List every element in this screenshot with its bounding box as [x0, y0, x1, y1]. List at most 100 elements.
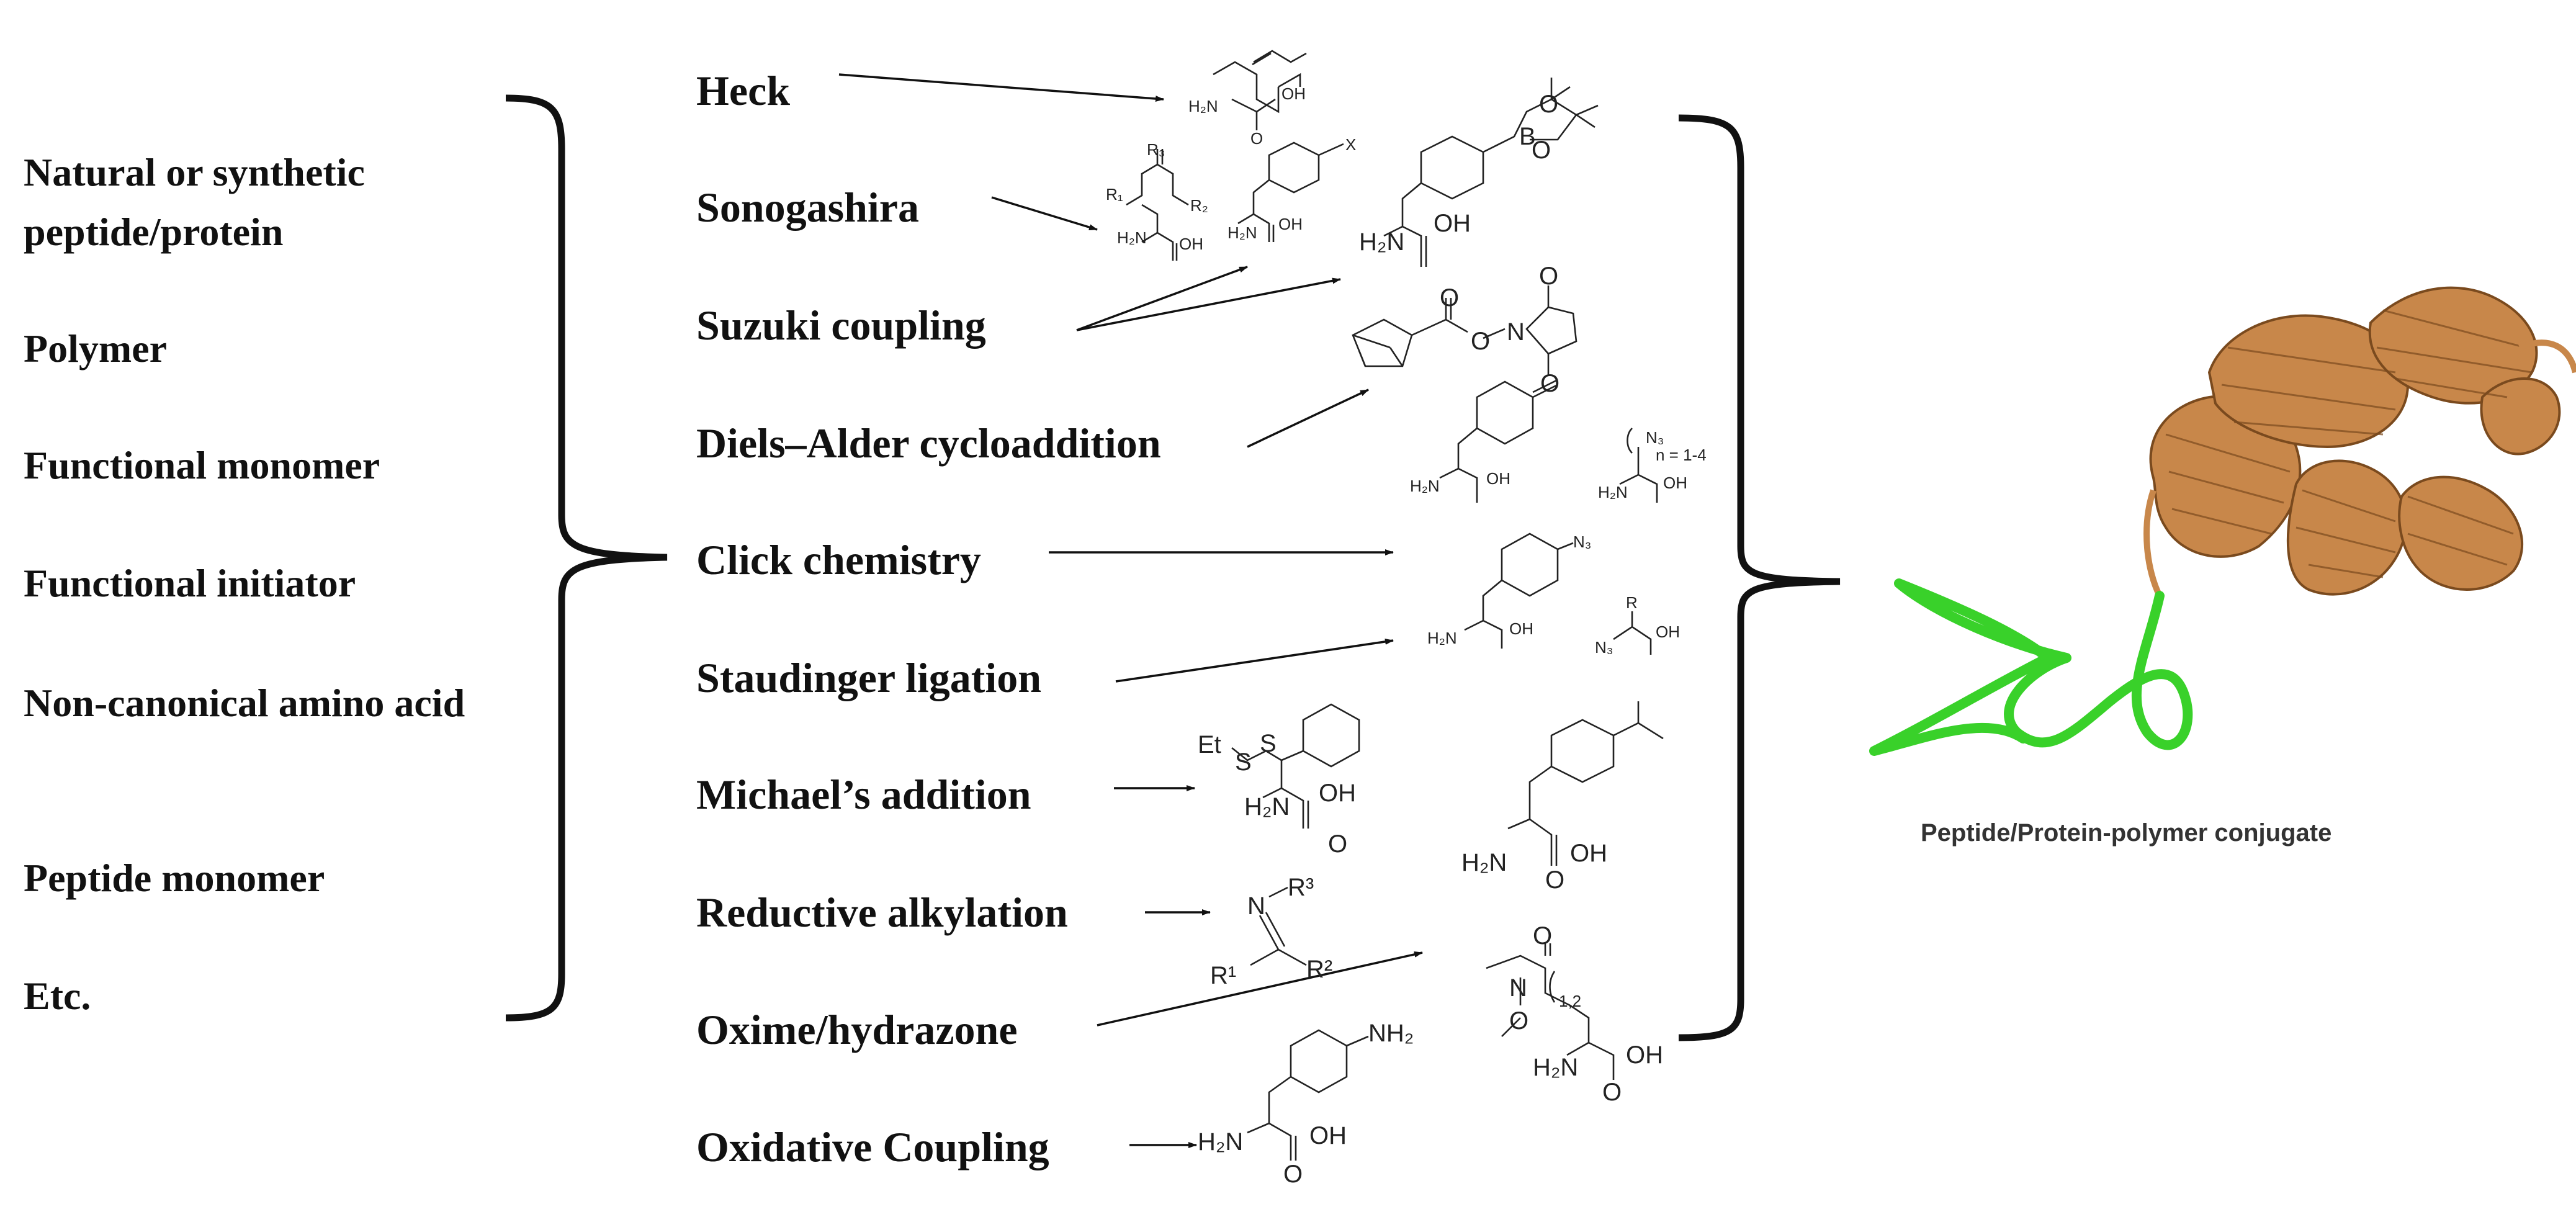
- michael-s1: S: [1235, 748, 1252, 776]
- polymer-chain: [1869, 578, 2193, 756]
- suzuki-o2: O: [1532, 137, 1551, 164]
- reaction-heck: Heck: [696, 67, 791, 114]
- component-etc: Etc.: [24, 974, 91, 1018]
- arrow-heck: [838, 73, 1164, 102]
- michael-et: Et: [1198, 731, 1221, 758]
- sonogashira-oh: OH: [1179, 235, 1203, 253]
- structure-diels-alder: [1352, 285, 1577, 375]
- acetyl-o: O: [1545, 866, 1565, 894]
- oxime-sub: 1,2: [1559, 992, 1582, 1010]
- oxidative-h2n: H₂N: [1198, 1128, 1244, 1156]
- structure-sonogashira-aryl: [1237, 142, 1344, 242]
- staudinger-alkyl-oh: OH: [1656, 622, 1680, 641]
- staudinger-n3: N₃: [1573, 532, 1592, 551]
- left-brace: [505, 94, 668, 1022]
- structure-acetyl-phe: [1507, 701, 1664, 866]
- sonogashira-r3: R₃: [1147, 140, 1165, 159]
- acetyl-oh: OH: [1570, 840, 1607, 867]
- component-noncanonical-amino-acid: Non-canonical amino acid: [24, 681, 465, 725]
- michael-o: O: [1328, 830, 1348, 858]
- suzuki-o1: O: [1539, 91, 1559, 118]
- component-functional-initiator: Functional initiator: [24, 561, 356, 605]
- reductive-r3: R³: [1288, 874, 1314, 901]
- click-n-range: n = 1-4: [1656, 446, 1707, 464]
- michael-h2n: H₂N: [1244, 793, 1290, 820]
- michael-s2: S: [1260, 730, 1277, 757]
- click-oh: OH: [1486, 469, 1510, 488]
- heck-h2n: H₂N: [1188, 97, 1218, 115]
- reaction-michael: Michael’s addition: [696, 771, 1031, 818]
- click-n3: N₃: [1646, 428, 1664, 447]
- structure-staudinger-aryl: [1464, 532, 1574, 649]
- structure-reductive: [1250, 886, 1307, 966]
- acetyl-h2n: H₂N: [1461, 849, 1507, 876]
- aryl-h2n: H₂N: [1227, 223, 1257, 242]
- reaction-suzuki: Suzuki coupling: [696, 302, 986, 349]
- reductive-n: N: [1247, 892, 1265, 920]
- arrow-suzuki-1: [1076, 266, 1248, 331]
- click-h2n: H₂N: [1410, 477, 1440, 495]
- oxime-n: N: [1509, 974, 1527, 1002]
- arrow-staudinger: [1115, 638, 1394, 683]
- heck-oh: OH: [1281, 84, 1306, 103]
- protein-structure: [2143, 286, 2576, 598]
- da-o3: O: [1539, 263, 1559, 290]
- aryl-x: X: [1345, 135, 1357, 154]
- reaction-oxidative-coupling: Oxidative Coupling: [696, 1123, 1049, 1170]
- staudinger-r: R: [1626, 593, 1638, 612]
- reaction-oxime: Oxime/hydrazone: [696, 1006, 1018, 1053]
- sonogashira-h2n: H₂N: [1117, 228, 1147, 247]
- reaction-staudinger: Staudinger ligation: [696, 654, 1042, 701]
- oxidative-nh2: NH₂: [1368, 1020, 1414, 1047]
- staudinger-alkyl-n3: N₃: [1595, 638, 1613, 657]
- structure-staudinger-alkyl: [1613, 611, 1652, 655]
- sonogashira-r1: R₁: [1106, 185, 1123, 204]
- heck-o: O: [1250, 129, 1263, 148]
- structure-michael: [1231, 703, 1360, 829]
- product-caption: Peptide/Protein-polymer conjugate: [1921, 819, 2332, 847]
- oxidative-o: O: [1283, 1161, 1303, 1188]
- component-peptide-monomer: Peptide monomer: [24, 856, 325, 900]
- sonogashira-r2: R₂: [1190, 196, 1208, 215]
- oxime-h2n: H₂N: [1533, 1054, 1579, 1081]
- reaction-click: Click chemistry: [696, 536, 981, 583]
- structure-click-azide: [1619, 428, 1658, 503]
- structure-oxidative: [1247, 1029, 1369, 1161]
- suzuki-oh: OH: [1434, 210, 1471, 237]
- arrow-suzuki-2: [1076, 277, 1341, 331]
- michael-oh: OH: [1319, 779, 1356, 807]
- structure-heck: [1213, 50, 1307, 130]
- oxidative-oh: OH: [1309, 1122, 1347, 1149]
- staudinger-oh: OH: [1509, 619, 1533, 638]
- structure-suzuki: [1383, 78, 1599, 267]
- component-polymer: Polymer: [24, 326, 167, 371]
- reductive-r2: R²: [1306, 956, 1333, 983]
- da-o2: O: [1471, 328, 1491, 355]
- chemical-structures: [1126, 50, 1664, 1161]
- da-o4: O: [1540, 370, 1560, 397]
- reaction-sonogashira: Sonogashira: [696, 184, 919, 231]
- suzuki-h2n: H₂N: [1359, 228, 1405, 256]
- da-o1: O: [1440, 284, 1460, 312]
- click-azide-h2n: H₂N: [1598, 483, 1628, 501]
- oxime-o2: O: [1509, 1007, 1529, 1035]
- oxime-oh: OH: [1626, 1041, 1663, 1069]
- structure-oxime: [1486, 943, 1615, 1080]
- aryl-oh: OH: [1278, 215, 1303, 233]
- arrow-sonogashira: [991, 196, 1098, 231]
- structure-click-alkyne: [1439, 379, 1558, 503]
- click-azide-oh: OH: [1663, 474, 1687, 492]
- reductive-r1: R¹: [1210, 962, 1237, 989]
- structure-sonogashira-alkene: [1126, 149, 1189, 261]
- oxime-o3: O: [1602, 1079, 1622, 1106]
- component-functional-monomer: Functional monomer: [24, 443, 380, 487]
- component-natural-peptide: Natural or synthetic peptide/protein: [24, 150, 365, 254]
- da-n: N: [1507, 318, 1525, 346]
- suzuki-b: B: [1519, 123, 1536, 150]
- oxime-o1: O: [1533, 922, 1553, 950]
- arrow-diels-alder: [1247, 389, 1369, 448]
- arrow-oxime: [1097, 951, 1423, 1027]
- reaction-diels-alder: Diels–Alder cycloaddition: [696, 420, 1161, 467]
